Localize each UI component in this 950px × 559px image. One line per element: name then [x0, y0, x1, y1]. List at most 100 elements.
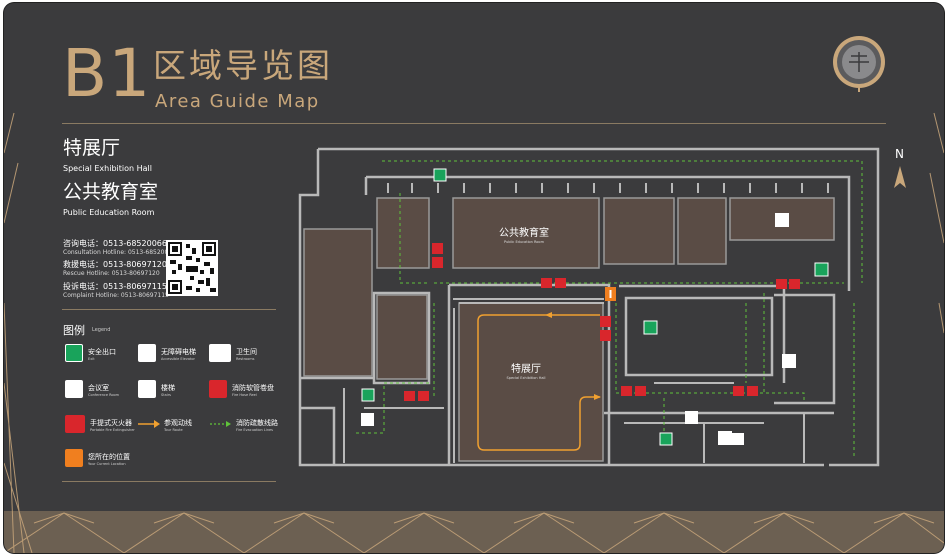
accessible-elevator-icon	[138, 344, 156, 362]
fire-hose-reel-icon	[432, 257, 443, 268]
current-location-icon	[65, 449, 83, 467]
room	[729, 197, 835, 241]
contact-phone-en: Rescue Hotline: 0513-80697120	[63, 270, 160, 277]
fire-hose-reel-icon	[209, 380, 227, 398]
fire-hose-reel-icon	[733, 386, 744, 396]
compass-arrow-icon	[894, 166, 906, 188]
restroom-icon	[775, 213, 789, 227]
fire-hose-reel-icon	[418, 391, 429, 401]
fire-hose-reel-icon	[635, 386, 646, 396]
legend-label-en: Stairs	[161, 393, 171, 397]
fire-hose-reel-icon	[776, 279, 787, 289]
evacuation-line-icon	[210, 421, 231, 427]
contact-phone-en: Consultation Hotline: 0513-68520066	[63, 249, 176, 256]
tour-route-arrow-icon	[545, 312, 552, 318]
legend-title: 图例	[63, 324, 85, 337]
floor-code: B1	[62, 35, 152, 112]
hall-name-cn: 特展厅	[63, 137, 121, 159]
legend-label: 手提式灭火器	[90, 419, 132, 427]
legend-label-en: Portable Fire Extinguisher	[90, 428, 135, 432]
room	[303, 228, 373, 377]
room-special-exhibition	[458, 302, 604, 462]
contact-phone: 救援电话：0513-80697120	[63, 260, 167, 269]
fire-hose-reel-icon	[600, 316, 611, 327]
fire-hose-reel-icon	[555, 278, 566, 288]
title-divider	[62, 123, 886, 124]
qr-code-icon	[166, 240, 218, 296]
legend-divider	[62, 309, 276, 310]
fire-hose-reel-icon	[600, 330, 611, 341]
legend-label: 会议室	[88, 384, 109, 392]
floor-plan-map: 公共教育室 Public Education Room 特展厅 Special …	[298, 147, 906, 467]
hall-name-en: Special Exhibition Hall	[63, 164, 152, 173]
restroom-icon	[718, 431, 732, 445]
legend-title-en: Legend	[92, 327, 111, 333]
tour-route	[477, 314, 600, 451]
room	[376, 197, 430, 269]
fire-equipment	[404, 243, 800, 401]
legend-label-en: Exit	[88, 357, 95, 361]
court-emblem-icon	[833, 36, 885, 92]
fire-extinguisher-icon	[65, 415, 85, 433]
title-cn: 区域导览图	[153, 46, 333, 85]
room	[376, 294, 428, 380]
fire-hose-reel-icon	[621, 386, 632, 396]
room-label-special-exhibition-en: Special Exhibition Hall	[507, 376, 546, 380]
wall-ticks	[387, 183, 829, 193]
fire-hose-reel-icon	[432, 243, 443, 254]
room-public-education	[452, 197, 600, 269]
room-label-public-education: 公共教育室	[499, 226, 549, 239]
legend-label: 消防疏散线路	[236, 419, 278, 427]
exit-icon	[814, 262, 829, 277]
legend-label: 楼梯	[161, 384, 175, 392]
contact-phone: 投诉电话：0513-80697115	[63, 282, 167, 291]
hall-name-cn: 公共教育室	[63, 181, 159, 203]
fire-hose-reel-icon	[789, 279, 800, 289]
legend-label-en: Fire Evacuation Lines	[236, 428, 274, 432]
legend-label: 参观动线	[164, 419, 192, 427]
room	[677, 197, 727, 265]
accessible-elevator-icon	[685, 411, 698, 424]
legend-label: 您所在的位置	[88, 453, 130, 461]
exit-icon	[65, 344, 83, 362]
contact-phone: 咨询电话：0513-68520066	[63, 239, 167, 248]
title-en: Area Guide Map	[155, 91, 320, 112]
facility-icons	[361, 213, 796, 445]
legend-label: 安全出口	[88, 348, 116, 356]
rooms	[303, 197, 835, 462]
exit-icon	[643, 320, 658, 335]
conference-room-icon	[65, 380, 83, 398]
room-label-public-education-en: Public Education Room	[504, 240, 545, 244]
fire-hose-reel-icon	[541, 278, 552, 288]
legend-label: 消防软管卷盘	[232, 384, 274, 392]
building-walls	[298, 147, 880, 467]
decorative-pattern	[4, 112, 944, 553]
restroom-icon	[782, 354, 796, 368]
legend-label-en: Fire Hose Reel	[232, 393, 257, 397]
tour-route-arrow-icon	[138, 420, 160, 428]
stairs-icon	[138, 380, 156, 398]
room	[603, 197, 675, 265]
contact-phone-en: Complaint Hotline: 0513-80697115	[63, 292, 169, 299]
exit-icon	[433, 168, 447, 182]
conference-room-icon	[732, 433, 744, 445]
room-label-special-exhibition: 特展厅	[511, 363, 541, 375]
exit-icon	[361, 388, 375, 402]
compass-north-label: N	[895, 147, 904, 161]
restroom-icon	[209, 344, 231, 362]
exit-signs	[361, 168, 829, 446]
legend-label-en: Restrooms	[236, 357, 255, 361]
legend-label-en: Conference Room	[88, 393, 120, 397]
fire-hose-reel-icon	[747, 386, 758, 396]
current-location-icon	[609, 290, 612, 298]
legend-bottom-divider	[62, 481, 276, 482]
tour-route-arrow-icon	[594, 394, 601, 400]
stairs-icon	[361, 413, 374, 426]
legend-label-en: Accessible Elevator	[161, 357, 195, 361]
legend-label: 无障碍电梯	[161, 348, 196, 356]
guide-board: B1 区域导览图 Area Guide Map 特展厅 Special Exhi…	[4, 3, 944, 553]
exit-icon	[659, 432, 673, 446]
fire-hose-reel-icon	[404, 391, 415, 401]
interior-walls	[343, 298, 805, 463]
legend-label-en: Tour Route	[164, 428, 183, 432]
